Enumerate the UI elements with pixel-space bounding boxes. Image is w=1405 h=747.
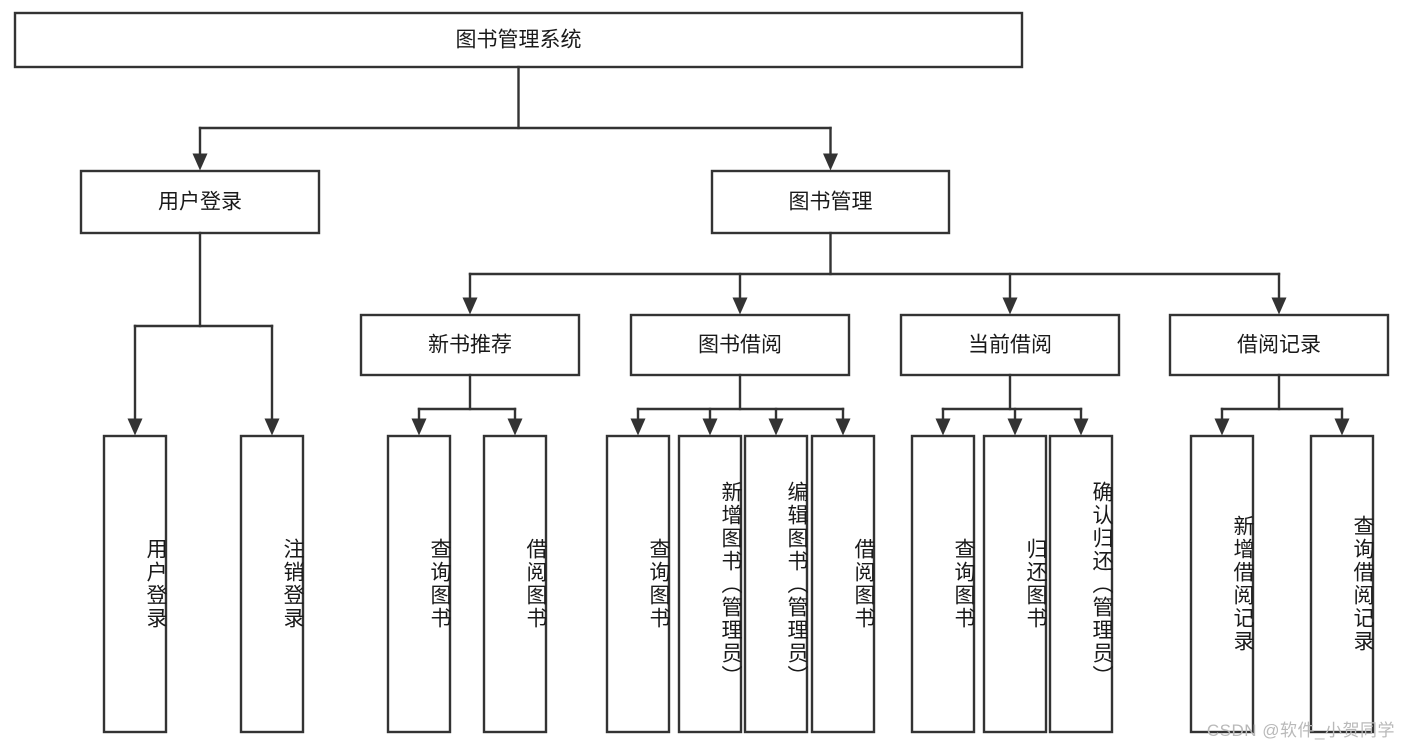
connector-arrow (768, 418, 784, 436)
node-box-leaf-return-book (982, 434, 1048, 734)
node-box-leaf-borrow-book-1 (482, 434, 548, 734)
connector-arrow (192, 153, 208, 171)
node-box-leaf-query-book-3 (910, 434, 976, 734)
node-box-root (13, 11, 1024, 69)
node-label-user-login: 用户登录 (158, 191, 242, 214)
node-box-leaf-borrow-book-2 (810, 434, 876, 734)
connector-arrow (264, 418, 280, 436)
connector-arrow (823, 153, 838, 171)
node-leaf-add-record[interactable] (1189, 434, 1255, 734)
node-box-leaf-query-book-1 (386, 434, 452, 734)
connector-arrow (127, 418, 143, 436)
node-borrow-record[interactable]: 借阅记录 (1168, 313, 1390, 377)
node-box-leaf-add-book (677, 434, 743, 734)
node-leaf-return-book[interactable] (982, 434, 1048, 734)
connector-arrow (1214, 418, 1230, 436)
connector-arrow (1007, 418, 1023, 436)
node-box-current-borrow (899, 313, 1121, 377)
connector-arrow (1073, 418, 1089, 436)
connector-arrow (1002, 297, 1018, 315)
node-leaf-user-logout[interactable] (239, 434, 305, 734)
node-box-borrow-record (1168, 313, 1390, 377)
node-label-current-borrow: 当前借阅 (968, 334, 1052, 357)
connector-arrow (507, 418, 523, 436)
node-leaf-edit-book[interactable] (743, 434, 809, 734)
node-box-leaf-add-record (1189, 434, 1255, 734)
node-box-book-manage (710, 169, 951, 235)
node-box-new-book-rec (359, 313, 581, 377)
node-leaf-confirm-return[interactable] (1048, 434, 1114, 734)
node-root[interactable]: 图书管理系统 (13, 11, 1024, 69)
node-book-borrow[interactable]: 图书借阅 (629, 313, 851, 377)
node-new-book-rec[interactable]: 新书推荐 (359, 313, 581, 377)
connector-arrow (462, 297, 478, 315)
node-leaf-borrow-book-1[interactable] (482, 434, 548, 734)
node-box-leaf-edit-book (743, 434, 809, 734)
node-leaf-query-book-2[interactable] (605, 434, 671, 734)
connector-arrow (935, 418, 951, 436)
node-leaf-query-record[interactable] (1309, 434, 1375, 734)
node-box-book-borrow (629, 313, 851, 377)
connector-arrow (630, 418, 646, 436)
node-leaf-add-book[interactable] (677, 434, 743, 734)
node-user-login[interactable]: 用户登录 (79, 169, 321, 235)
node-box-leaf-query-book-2 (605, 434, 671, 734)
node-leaf-user-login[interactable] (102, 434, 168, 734)
node-box-leaf-user-login (102, 434, 168, 734)
node-label-book-borrow: 图书借阅 (698, 334, 782, 357)
connector-arrow (835, 418, 851, 436)
node-leaf-query-book-1[interactable] (386, 434, 452, 734)
connector-arrow (702, 418, 718, 436)
connector-arrow (411, 418, 427, 436)
node-leaf-borrow-book-2[interactable] (810, 434, 876, 734)
node-book-manage[interactable]: 图书管理 (710, 169, 951, 235)
node-label-book-manage: 图书管理 (789, 191, 873, 214)
node-label-borrow-record: 借阅记录 (1237, 334, 1321, 357)
connector-arrow (1271, 297, 1287, 315)
node-box-leaf-confirm-return (1048, 434, 1114, 734)
node-current-borrow[interactable]: 当前借阅 (899, 313, 1121, 377)
connector-arrow (732, 297, 748, 315)
connector-arrow (1334, 418, 1350, 436)
watermark-label: CSDN @软件_小贺同学 (1206, 721, 1395, 740)
node-box-leaf-user-logout (239, 434, 305, 734)
node-box-leaf-query-record (1309, 434, 1375, 734)
node-label-root: 图书管理系统 (456, 29, 582, 52)
node-leaf-query-book-3[interactable] (910, 434, 976, 734)
node-label-new-book-rec: 新书推荐 (428, 334, 512, 357)
